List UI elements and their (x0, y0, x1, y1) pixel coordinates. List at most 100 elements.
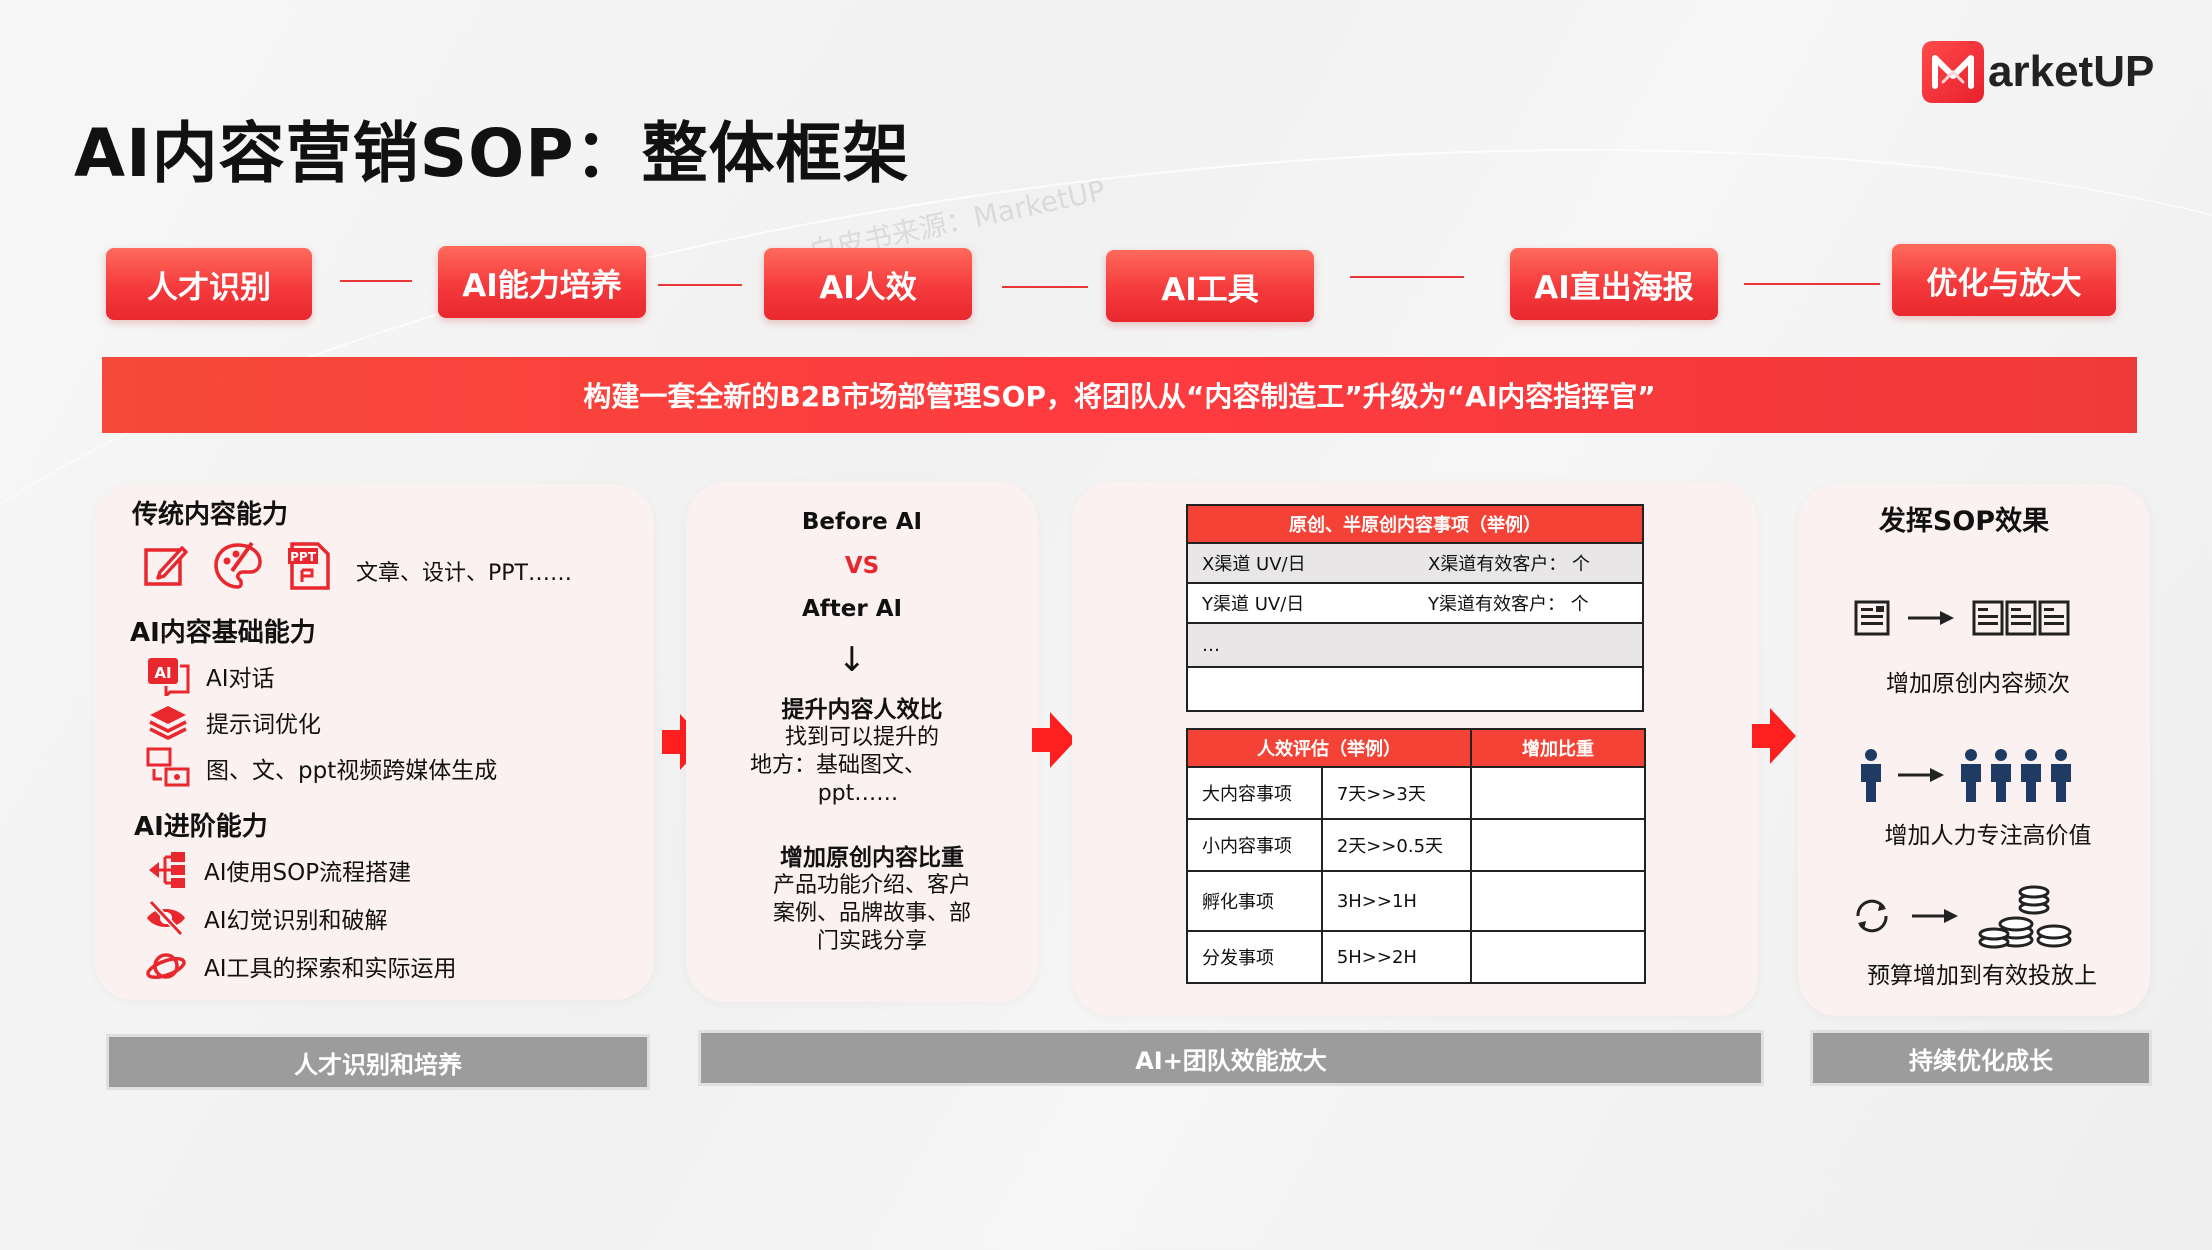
original-content-line: 产品功能介绍、客户 (772, 873, 971, 898)
document-icon (1854, 600, 1890, 640)
sop-effect-title: 发挥SOP效果 (1878, 506, 2050, 537)
table-cell: 小内容事项 (1186, 818, 1323, 872)
ai-advanced-ability-title: AI进阶能力 (134, 812, 268, 842)
table-row: Y渠道 UV/日 Y渠道有效客户： 个 (1186, 582, 1644, 624)
table-row: X渠道 UV/日 X渠道有效客户： 个 (1186, 542, 1644, 584)
arrow-right-icon (1912, 908, 1958, 928)
people-group-icon (1958, 748, 2074, 806)
brand-logo: arketUP (1922, 40, 2154, 104)
traditional-ability-title: 传统内容能力 (132, 500, 289, 530)
arrow-right-icon (1898, 767, 1944, 787)
ai-advanced-item: AI使用SOP流程搭建 (144, 850, 411, 890)
table-row: 小内容事项 2天>>0.5天 (1186, 818, 1647, 872)
table-cell (1469, 818, 1647, 872)
bottom-label-talent: 人才识别和培养 (106, 1034, 650, 1090)
down-arrow-icon: ↓ (837, 640, 867, 680)
efficiency-title: 提升内容人效比 (781, 697, 943, 723)
step-ai-tools: AI工具 (1106, 250, 1314, 322)
step-connector (1002, 286, 1088, 288)
content-frequency-graphic (1854, 600, 2072, 640)
bottom-label-growth: 持续优化成长 (1810, 1030, 2152, 1086)
table-header: 增加比重 (1469, 728, 1647, 768)
table-row: 孵化事项 3H>>1H (1186, 870, 1647, 932)
panel-talent (94, 484, 654, 1000)
eye-slash-icon (144, 898, 188, 938)
flow-arrow-icon (1752, 708, 1796, 764)
table-row: … (1186, 622, 1644, 668)
step-ai-ability: AI能力培养 (438, 246, 646, 318)
table-header: 原创、半原创内容事项（举例） (1186, 504, 1644, 544)
ai-basic-label: 图、文、ppt视频跨媒体生成 (206, 758, 498, 784)
bottom-label-efficiency: AI+团队效能放大 (698, 1030, 1764, 1086)
layers-icon (146, 702, 190, 742)
table-cell: 2天>>0.5天 (1320, 818, 1472, 872)
efficiency-line: ppt…… (817, 781, 899, 806)
before-ai-label: Before AI (801, 509, 923, 535)
ai-advanced-label: AI工具的探索和实际运用 (204, 956, 457, 982)
sop-effect-label: 增加人力专注高价值 (1884, 823, 2092, 849)
ai-advanced-label: AI使用SOP流程搭建 (204, 860, 412, 886)
table-row: 分发事项 5H>>2H (1186, 930, 1647, 984)
sop-effect-label: 预算增加到有效投放上 (1867, 963, 2097, 989)
efficiency-eval-table: 人效评估（举例） 增加比重 大内容事项 7天>>3天 小内容事项 2天>>0.5… (1186, 728, 1647, 984)
step-ai-efficiency: AI人效 (764, 248, 972, 320)
arrow-right-icon (1908, 610, 1954, 630)
table-cell: X渠道有效客户： 个 (1428, 554, 1591, 575)
ppt-file-icon: PPT (286, 540, 332, 596)
ai-basic-label: 提示词优化 (206, 712, 321, 738)
ai-advanced-label: AI幻觉识别和破解 (204, 908, 388, 934)
edit-icon (142, 542, 190, 594)
step-connector (1350, 276, 1464, 278)
original-content-title: 增加原创内容比重 (780, 845, 964, 871)
table-cell: 大内容事项 (1186, 766, 1323, 820)
efficiency-line: 地方：基础图文、 (749, 753, 926, 778)
traditional-icons: PPT (142, 540, 332, 596)
refresh-cycle-icon (1850, 894, 1894, 942)
step-talent-identify: 人才识别 (106, 248, 312, 320)
content-items-table: 原创、半原创内容事项（举例） X渠道 UV/日 X渠道有效客户： 个 Y渠道 UV… (1186, 504, 1644, 712)
ai-basic-item: 提示词优化 (146, 702, 321, 742)
step-connector (340, 280, 412, 282)
table-cell: 分发事项 (1186, 930, 1323, 984)
flow-arrow-icon (662, 714, 706, 770)
table-cell: 3H>>1H (1320, 870, 1472, 932)
ai-advanced-item: AI工具的探索和实际运用 (144, 946, 457, 986)
planet-icon (144, 946, 188, 986)
table-cell: Y渠道有效客户： 个 (1428, 594, 1589, 615)
ai-basic-item: AI AI对话 (146, 656, 275, 696)
original-content-line: 门实践分享 (816, 929, 927, 954)
step-connector (1744, 283, 1880, 285)
step-ai-poster: AI直出海报 (1510, 248, 1718, 320)
budget-graphic (1850, 880, 2080, 956)
table-cell: 5H>>2H (1320, 930, 1472, 984)
step-optimize-scale: 优化与放大 (1892, 244, 2116, 316)
ai-basic-ability-title: AI内容基础能力 (130, 618, 316, 648)
table-cell: Y渠道 UV/日 (1202, 594, 1305, 615)
coin-stacks-icon (1976, 880, 2080, 956)
table-row (1186, 666, 1644, 712)
ai-basic-item: 图、文、ppt视频跨媒体生成 (146, 747, 498, 788)
efficiency-line: 找到可以提升的 (784, 725, 939, 750)
flow-chart-icon (144, 850, 188, 890)
table-header: 人效评估（举例） (1186, 728, 1472, 768)
multi-device-icon (146, 747, 190, 788)
sop-effect-label: 增加原创内容频次 (1886, 671, 2070, 697)
ai-basic-label: AI对话 (206, 666, 275, 692)
mission-banner: 构建一套全新的B2B市场部管理SOP，将团队从“内容制造工”升级为“AI内容指挥… (102, 357, 2137, 433)
table-cell: X渠道 UV/日 (1202, 554, 1306, 575)
step-connector (658, 284, 742, 286)
table-cell: … (1202, 634, 1220, 656)
page-title: AI内容营销SOP：整体框架 (74, 115, 910, 192)
traditional-text: 文章、设计、PPT…… (356, 561, 572, 586)
flow-arrow-icon (1032, 712, 1076, 768)
table-cell: 7天>>3天 (1320, 766, 1472, 820)
vs-label: VS (844, 553, 880, 579)
palette-icon (212, 541, 264, 595)
table-cell (1469, 930, 1647, 984)
ai-chat-icon: AI (146, 656, 190, 696)
person-icon (1858, 748, 1884, 806)
ai-advanced-item: AI幻觉识别和破解 (144, 898, 388, 938)
table-cell (1469, 766, 1647, 820)
documents-icon (1972, 600, 2072, 640)
table-row: 大内容事项 7天>>3天 (1186, 766, 1647, 820)
